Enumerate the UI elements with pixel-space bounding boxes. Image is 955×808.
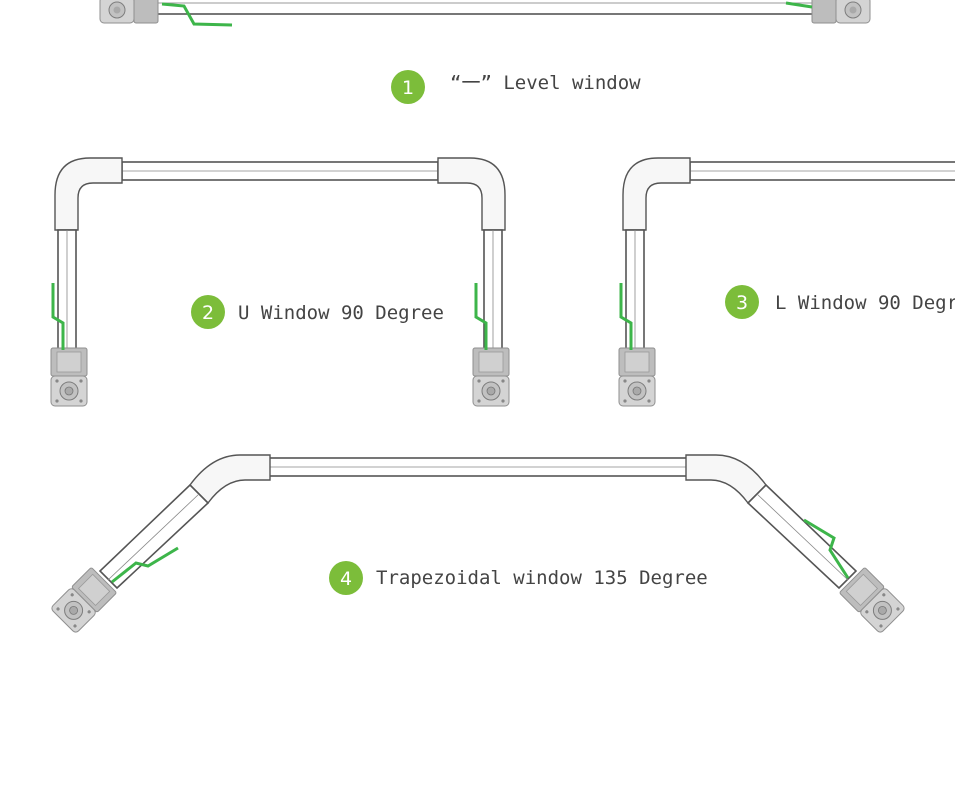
rail-corner-bend-icon [437, 157, 506, 231]
config-label: “一” Level window [450, 72, 641, 94]
curtain-motor-icon [618, 347, 656, 407]
config-1-caption: 1 “一” Level window [391, 70, 641, 104]
badge-number: 2 [202, 302, 214, 324]
power-cord-icon [803, 518, 850, 579]
rail-corner-bend-icon [685, 454, 767, 505]
power-cord-icon [161, 2, 233, 27]
number-badge [191, 295, 225, 329]
badge-number: 4 [340, 568, 352, 590]
config-label: U Window 90 Degree [238, 302, 444, 324]
curtain-motor-icon [472, 347, 510, 407]
power-cord-icon [51, 283, 65, 350]
trapezoid-window-track [49, 454, 907, 635]
rail-corner-bend-icon [54, 157, 123, 231]
l-window-track [618, 157, 955, 407]
curtain-motor-icon [811, 0, 871, 24]
power-cord-icon [619, 283, 633, 350]
config-label: L Window 90 Degree [775, 292, 955, 314]
power-cord-icon [111, 546, 179, 584]
badge-number: 3 [736, 292, 748, 314]
level-rail [149, 0, 821, 15]
power-cord-icon [785, 1, 813, 9]
config-2-caption: 2 U Window 90 Degree [191, 295, 444, 329]
power-cord-icon [474, 283, 488, 350]
u-window-track [50, 157, 510, 407]
curtain-motor-icon [99, 0, 159, 24]
config-4-caption: 4 Trapezoidal window 135 Degree [329, 561, 708, 595]
rail-corner-bend-icon [189, 454, 271, 505]
curtain-motor-icon [50, 347, 88, 407]
number-badge [391, 70, 425, 104]
badge-number: 1 [402, 77, 414, 99]
rail-corner-bend-icon [622, 157, 691, 231]
number-badge [725, 285, 759, 319]
config-label: Trapezoidal window 135 Degree [376, 567, 708, 589]
number-badge [329, 561, 363, 595]
level-window-track [99, 0, 871, 27]
config-3-caption: 3 L Window 90 Degree [725, 285, 955, 319]
